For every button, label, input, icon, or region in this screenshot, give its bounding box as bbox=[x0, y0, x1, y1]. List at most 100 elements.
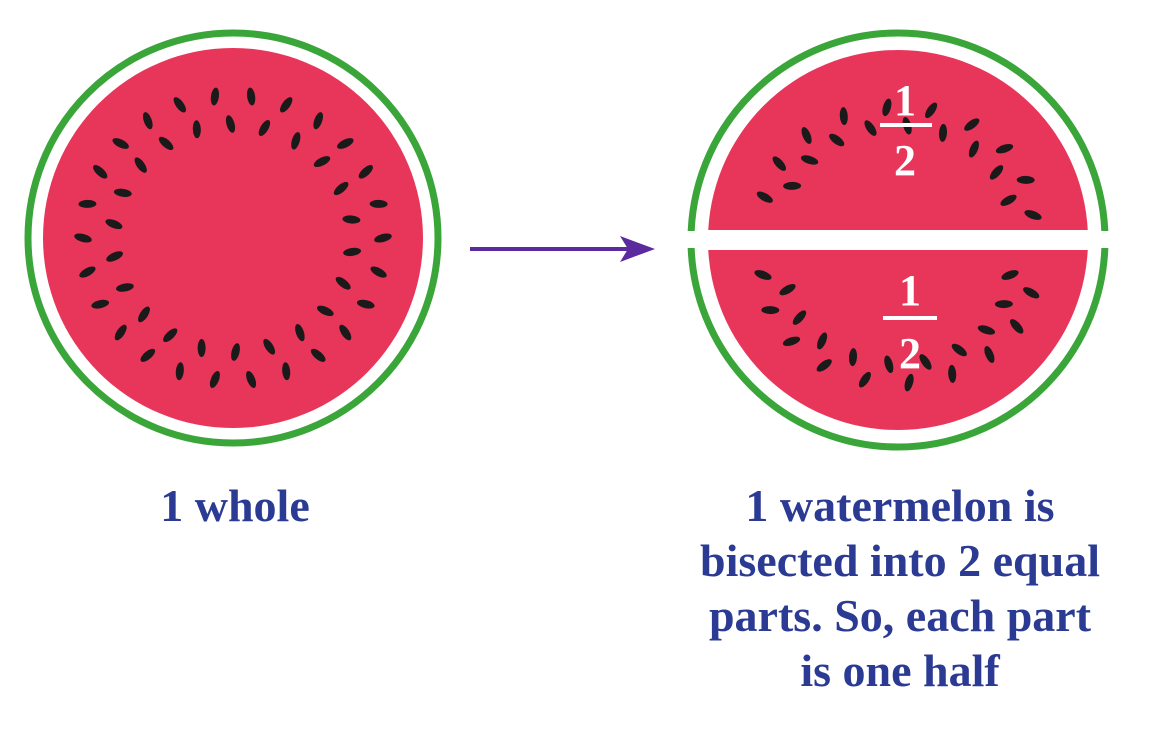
seed bbox=[74, 233, 92, 243]
seed bbox=[817, 332, 828, 350]
seed bbox=[79, 266, 96, 278]
split-gap bbox=[680, 231, 1120, 248]
seed bbox=[754, 270, 772, 280]
seed bbox=[134, 157, 147, 173]
seed bbox=[173, 97, 186, 113]
seed bbox=[977, 325, 996, 335]
seed bbox=[263, 338, 276, 355]
seed bbox=[337, 138, 354, 149]
seed bbox=[116, 283, 134, 292]
seed bbox=[313, 112, 324, 130]
seed bbox=[258, 119, 271, 137]
seed bbox=[105, 219, 123, 230]
seed bbox=[984, 346, 995, 363]
seed bbox=[313, 156, 331, 168]
seed bbox=[904, 373, 914, 392]
seed bbox=[225, 115, 236, 133]
top-half-flesh bbox=[708, 50, 1088, 230]
seed bbox=[113, 188, 132, 197]
top-fraction-numerator: 1 bbox=[894, 76, 916, 125]
seed bbox=[848, 348, 858, 367]
seed bbox=[142, 112, 153, 130]
seed bbox=[333, 181, 349, 196]
seed bbox=[339, 324, 352, 341]
seed bbox=[356, 299, 375, 309]
half-caption-line-3: parts. So, each part bbox=[708, 590, 1092, 641]
arrow-right-icon bbox=[470, 236, 655, 262]
seed bbox=[114, 324, 127, 341]
whole-rind bbox=[24, 29, 442, 447]
top-fraction-denominator: 2 bbox=[894, 136, 916, 185]
seed bbox=[282, 362, 291, 381]
seed bbox=[989, 165, 1004, 180]
seed bbox=[884, 355, 894, 374]
seed bbox=[858, 371, 871, 388]
seed bbox=[106, 251, 123, 262]
seed bbox=[801, 127, 812, 144]
seed bbox=[951, 343, 967, 357]
arrow-head bbox=[620, 236, 655, 262]
top-half-fraction: 1 2 bbox=[880, 76, 932, 185]
seed bbox=[1001, 270, 1019, 280]
seed bbox=[358, 165, 373, 179]
seed bbox=[163, 328, 178, 343]
seed bbox=[175, 362, 184, 381]
seed bbox=[772, 156, 786, 171]
whole-caption-text: 1 whole bbox=[160, 480, 310, 531]
seed bbox=[291, 132, 301, 150]
seed bbox=[829, 133, 845, 147]
seed bbox=[995, 143, 1014, 154]
seed bbox=[925, 102, 938, 119]
seed bbox=[138, 306, 150, 323]
seed bbox=[192, 120, 201, 139]
bottom-fraction-denominator: 2 bbox=[899, 329, 921, 378]
seed bbox=[839, 107, 848, 126]
whole-caption: 1 whole bbox=[110, 478, 360, 533]
seed bbox=[369, 199, 388, 208]
seed bbox=[140, 348, 156, 362]
seed bbox=[295, 323, 305, 342]
seed bbox=[864, 120, 877, 136]
halved-seeds bbox=[754, 98, 1042, 392]
seed bbox=[210, 87, 220, 106]
whole-seeds bbox=[74, 87, 392, 388]
seed bbox=[761, 306, 780, 315]
seed bbox=[316, 305, 334, 317]
half-caption-line-4: is one half bbox=[800, 645, 1000, 696]
seed bbox=[948, 364, 957, 383]
seed bbox=[792, 310, 807, 325]
seed bbox=[919, 354, 932, 370]
bottom-half-flesh bbox=[708, 250, 1088, 430]
seed bbox=[335, 276, 351, 290]
half-caption-line-2: bisected into 2 equal bbox=[700, 535, 1100, 586]
seed bbox=[779, 284, 796, 296]
seed bbox=[1000, 194, 1017, 206]
halved-watermelon-icon: 1 2 1 2 bbox=[680, 29, 1120, 451]
seed bbox=[209, 371, 220, 388]
seed bbox=[370, 266, 387, 278]
bottom-half-fraction: 1 2 bbox=[883, 266, 937, 378]
seed bbox=[112, 138, 129, 149]
seed bbox=[1023, 287, 1040, 299]
seed bbox=[1016, 175, 1035, 184]
seed bbox=[342, 215, 361, 224]
seed bbox=[1010, 319, 1024, 334]
seed bbox=[78, 199, 97, 208]
half-caption-line-1: 1 watermelon is bbox=[745, 480, 1055, 531]
seed bbox=[280, 97, 293, 113]
whole-flesh bbox=[43, 48, 423, 428]
seed bbox=[231, 343, 240, 361]
seed bbox=[782, 336, 801, 347]
seed bbox=[938, 123, 948, 142]
seed bbox=[93, 165, 108, 179]
seed bbox=[994, 300, 1013, 309]
seed bbox=[197, 339, 206, 357]
seed bbox=[343, 247, 362, 257]
seed bbox=[310, 348, 326, 362]
seed bbox=[756, 191, 773, 203]
half-caption: 1 watermelon is bisected into 2 equal pa… bbox=[630, 478, 1170, 698]
bottom-fraction-numerator: 1 bbox=[899, 266, 921, 315]
seed bbox=[968, 140, 979, 158]
seed bbox=[964, 118, 980, 131]
